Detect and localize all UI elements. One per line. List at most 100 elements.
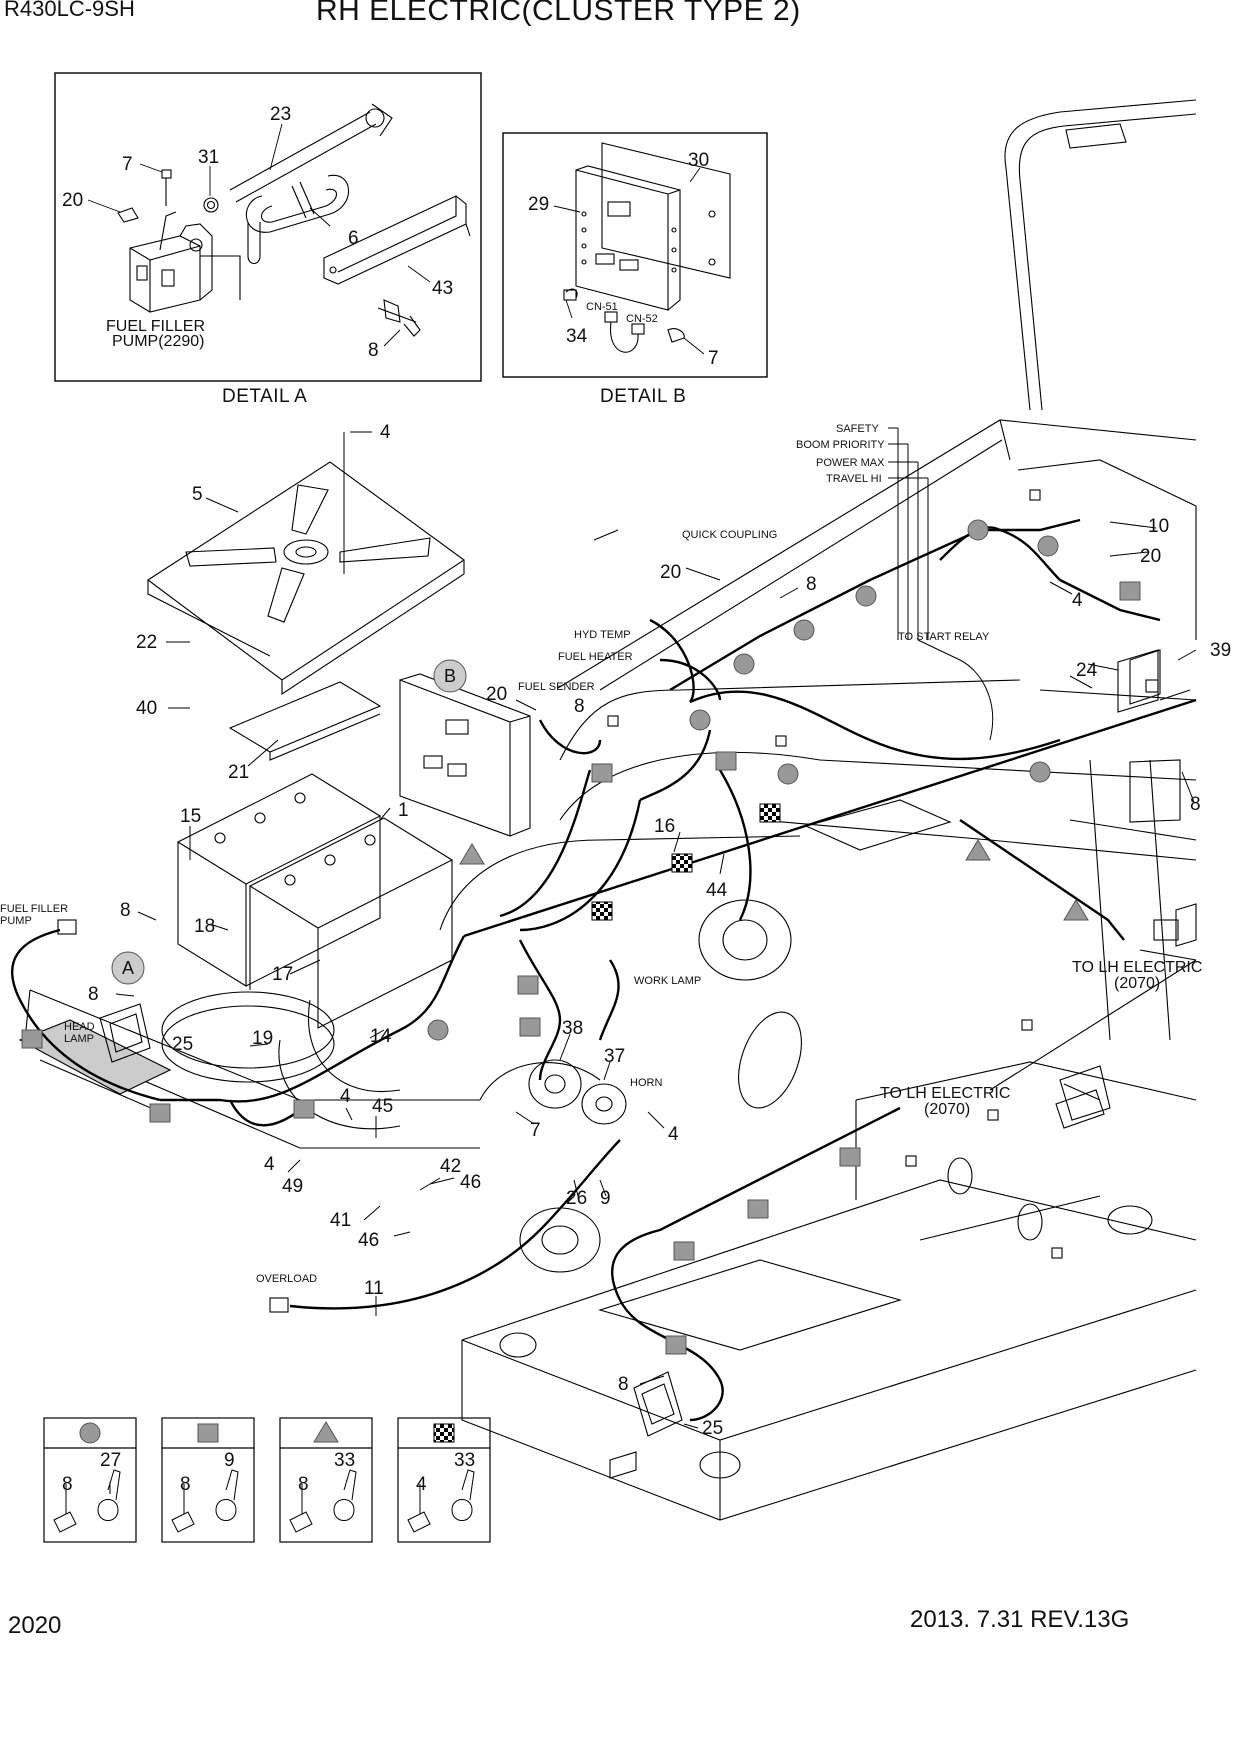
- upper-frame-outline: [18, 99, 1197, 1521]
- lh-electric-ref-upper: (2070): [1114, 975, 1160, 992]
- part-41: 41: [330, 1210, 351, 1231]
- part-16: 16: [654, 816, 675, 837]
- part-4-horn: 4: [668, 1124, 679, 1145]
- part-44: 44: [706, 880, 728, 901]
- clamp-symbols: [21, 519, 1141, 1355]
- page-number: 2020: [8, 1612, 62, 1639]
- callout-b-circle: [433, 659, 467, 693]
- part-9: 9: [600, 1188, 611, 1209]
- part-14: 14: [370, 1026, 392, 1047]
- part-20-mid: 20: [486, 684, 507, 705]
- legend-circle-clip: 27: [100, 1450, 121, 1471]
- callout-a-circle: [111, 951, 145, 985]
- part-39: 39: [1210, 640, 1231, 661]
- part-8-left: 8: [120, 900, 131, 921]
- legend-square: [161, 1417, 255, 1543]
- boom-priority-label: BOOM PRIORITY: [796, 439, 885, 451]
- part-4-left-2: 4: [264, 1154, 275, 1175]
- legend-triangle-clip: 33: [334, 1450, 355, 1471]
- part-15: 15: [180, 806, 201, 827]
- part-5: 5: [192, 484, 203, 505]
- model-number: R430LC-9SH: [4, 0, 135, 21]
- detail-b-part-34: 34: [566, 326, 588, 347]
- legend-circle: [43, 1417, 137, 1543]
- detail-b: 30 29 34 7 CN-51 CN-52: [502, 132, 768, 378]
- lh-electric-ref-lower: (2070): [924, 1101, 970, 1118]
- part-8-bottom: 8: [618, 1374, 629, 1395]
- detail-a: 7 31 23 20 6 43 8 FUEL FILLER PUMP(2290): [54, 72, 482, 382]
- safety-label: SAFETY: [836, 423, 879, 435]
- detail-b-part-29: 29: [528, 194, 549, 215]
- cn-51-label: CN-51: [586, 301, 618, 313]
- page-title: RH ELECTRIC(CLUSTER TYPE 2): [316, 0, 801, 27]
- part-7-horn: 7: [530, 1120, 541, 1141]
- legend-square-bolt: 8: [180, 1474, 191, 1495]
- head-lamp-label-2: LAMP: [64, 1033, 94, 1045]
- legend-triangle-bolt: 8: [298, 1474, 309, 1495]
- detail-a-frame: [54, 72, 482, 382]
- part-45: 45: [372, 1096, 393, 1117]
- legend-checker: [397, 1417, 491, 1543]
- quick-coupling-label: QUICK COUPLING: [682, 529, 777, 541]
- clamp-legend: [43, 1417, 491, 1543]
- part-8-left-2: 8: [88, 984, 99, 1005]
- to-start-relay-label: TO START RELAY: [898, 631, 990, 643]
- part-17: 17: [272, 964, 293, 985]
- part-4-top: 4: [380, 422, 391, 443]
- to-lh-electric-label-lower: TO LH ELECTRIC: [880, 1085, 1010, 1102]
- fuel-sender-label: FUEL SENDER: [518, 681, 595, 693]
- part-40: 40: [136, 698, 157, 719]
- part-25-bottom: 25: [702, 1418, 723, 1439]
- part-21: 21: [228, 762, 249, 783]
- part-8-mid: 8: [574, 696, 585, 717]
- fuel-filler-pump-label-main-2: PUMP: [0, 915, 32, 927]
- legend-checker-bolt: 4: [416, 1474, 427, 1495]
- part-10: 10: [1148, 516, 1169, 537]
- fuel-filler-pump-ref: PUMP(2290): [112, 333, 204, 350]
- part-26: 26: [566, 1188, 587, 1209]
- part-8-right: 8: [1190, 794, 1201, 815]
- part-24: 24: [1076, 660, 1098, 681]
- part-20-qc: 20: [660, 562, 681, 583]
- legend-square-clip: 9: [224, 1450, 235, 1471]
- detail-a-part-7: 7: [122, 154, 133, 175]
- detail-b-part-30: 30: [688, 150, 709, 171]
- part-49: 49: [282, 1176, 303, 1197]
- detail-a-part-43: 43: [432, 278, 453, 299]
- detail-a-part-8: 8: [368, 340, 379, 361]
- part-4-right: 4: [1072, 590, 1083, 611]
- wiring-harness: [10, 518, 1197, 1422]
- part-46-b: 46: [358, 1230, 379, 1251]
- part-8-qc: 8: [806, 574, 817, 595]
- callout-b: B: [444, 666, 456, 686]
- part-37: 37: [604, 1046, 625, 1067]
- part-25-left: 25: [172, 1034, 193, 1055]
- revision-date: 2013. 7.31 REV.13G: [910, 1606, 1130, 1633]
- part-11: 11: [364, 1278, 384, 1299]
- detail-a-caption: DETAIL A: [222, 386, 308, 407]
- travel-hi-label: TRAVEL HI: [826, 473, 882, 485]
- part-38: 38: [562, 1018, 583, 1039]
- detail-b-part-7: 7: [708, 348, 719, 369]
- cn-52-label: CN-52: [626, 313, 658, 325]
- power-max-label: POWER MAX: [816, 457, 885, 469]
- detail-b-frame: [502, 132, 768, 378]
- legend-circle-bolt: 8: [62, 1474, 73, 1495]
- callout-bubbles: [111, 659, 467, 985]
- part-46-a: 46: [460, 1172, 481, 1193]
- fuel-filler-pump-label: FUEL FILLER: [106, 318, 205, 335]
- part-1: 1: [398, 800, 409, 821]
- detail-a-part-20: 20: [62, 190, 83, 211]
- controller-drawing: [563, 142, 731, 353]
- fuel-heater-label: FUEL HEATER: [558, 651, 633, 663]
- leader-lines: [115, 427, 1197, 1429]
- to-lh-electric-label-upper: TO LH ELECTRIC: [1072, 959, 1202, 976]
- fuel-filler-pump-label-main: FUEL FILLER: [0, 903, 68, 915]
- overload-label: OVERLOAD: [256, 1273, 317, 1285]
- part-19: 19: [252, 1028, 273, 1049]
- detail-a-part-6: 6: [348, 228, 359, 249]
- part-18: 18: [194, 916, 215, 937]
- legend-checker-clip: 33: [454, 1450, 475, 1471]
- work-lamp-label: WORK LAMP: [634, 975, 701, 987]
